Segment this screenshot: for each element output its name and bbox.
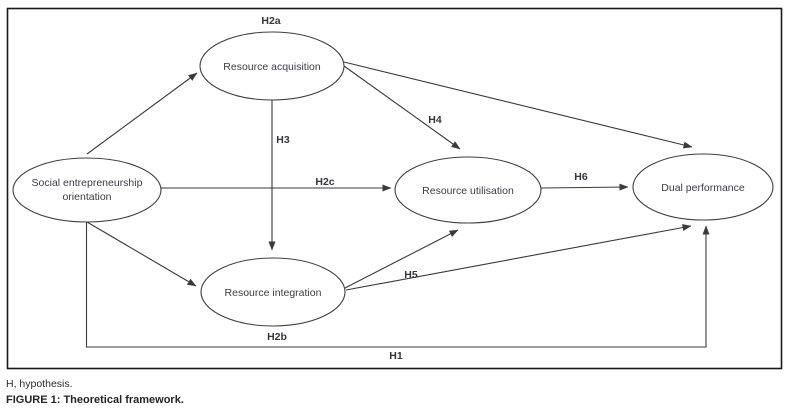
node-social-entrepreneurship-orientation: Social entrepreneurship orientation [12,157,162,223]
figure-note: H, hypothesis. [6,378,73,390]
hypothesis-label-h4: H4 [428,114,442,126]
diagram-border [6,7,783,370]
edge-h2a-seo-to-acquisition [86,72,198,155]
edge-h5-integration-to-utilisation [344,229,459,289]
edge-h1-seo-to-performance [85,222,710,348]
seo-label-line1: Social entrepreneurship [32,177,143,189]
resource-utilisation-label: Resource utilisation [422,185,514,197]
hypothesis-label-h2a: H2a [261,15,280,27]
resource-acquisition-label: Resource acquisition [223,61,321,73]
node-resource-utilisation: Resource utilisation [394,156,542,224]
hypothesis-label-h2b: H2b [267,331,287,343]
hypothesis-label-h3: H3 [276,134,290,146]
figure-caption-block: H, hypothesis. FIGURE 1: Theoretical fra… [6,378,184,406]
resource-integration-label: Resource integration [225,287,322,299]
dual-performance-label: Dual performance [661,182,745,194]
hypothesis-label-h6: H6 [574,171,588,183]
resource-integration-ellipse [200,257,346,327]
edge-h4-acquisition-to-utilisation [343,65,461,150]
hypothesis-label-h5: H5 [404,269,418,281]
hypothesis-label-h2c: H2c [315,176,334,188]
figure-caption: FIGURE 1: Theoretical framework. [6,394,184,406]
node-resource-acquisition: Resource acquisition [199,31,345,101]
resource-utilisation-ellipse [394,156,542,224]
dual-performance-ellipse [632,153,774,221]
node-dual-performance: Dual performance [632,153,774,221]
edge-acquisition-to-performance [343,61,693,149]
hypothesis-labels: H2a H3 H4 H2c H6 H5 H2b H1 [261,15,587,362]
resource-acquisition-ellipse [199,31,345,101]
edge-seo-to-integration [86,221,197,287]
hypothesis-label-h1: H1 [389,350,403,362]
diagram-edges [85,61,710,348]
diagram-nodes: Social entrepreneurship orientation Reso… [12,31,774,327]
edge-h6-utilisation-to-performance [540,183,629,191]
seo-label-line2: orientation [62,191,111,203]
seo-ellipse [12,157,162,223]
node-resource-integration: Resource integration [200,257,346,327]
edge-integration-to-performance [345,224,692,291]
